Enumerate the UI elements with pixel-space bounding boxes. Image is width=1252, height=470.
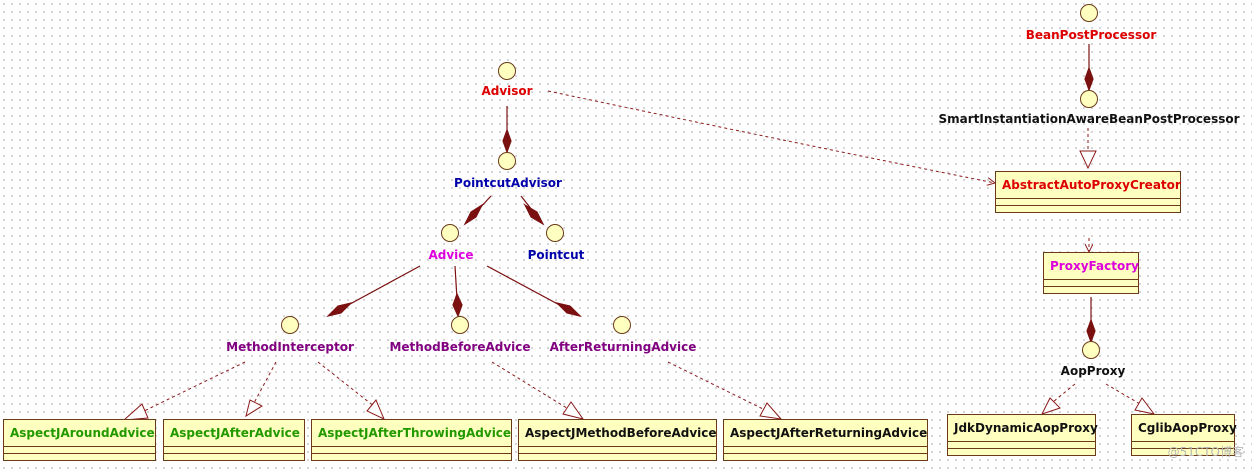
- link-mi-around: [139, 361, 246, 414]
- hollow-triangle: [1134, 397, 1156, 415]
- composition-diamond: [1086, 318, 1096, 344]
- methodinterceptor-lollipop: [281, 316, 299, 334]
- class-name: AspectJAfterThrowingAdvice: [312, 420, 511, 447]
- methodbeforeadvice-lollipop: [451, 316, 469, 334]
- class-name: AspectJAroundAdvice: [4, 420, 155, 447]
- dependency-links: [547, 90, 1089, 252]
- advisor-lollipop: [498, 62, 516, 80]
- smart-lollipop: [1080, 90, 1098, 108]
- hollow-triangle: [759, 402, 783, 420]
- link-advisor-abstractautoproxycreator: [547, 90, 995, 183]
- class-aspectjmethodbeforeadvice: AspectJMethodBeforeAdvice: [518, 419, 717, 461]
- class-aspectjafterreturningadvice: AspectJAfterReturningAdvice: [723, 419, 928, 461]
- composition-diamond: [555, 301, 582, 318]
- afterreturningadvice-lollipop: [613, 316, 631, 334]
- class-aspectjafteradvice: AspectJAfterAdvice: [163, 419, 305, 461]
- composition-diamond: [326, 301, 353, 318]
- hollow-triangle: [366, 399, 385, 421]
- link-aopproxy-jdk: [1052, 383, 1076, 403]
- link-mi-afterthrowing: [317, 361, 376, 408]
- hollow-triangle: [122, 403, 149, 421]
- composition-diamond: [463, 203, 484, 226]
- interface-afterreturningadvice: AfterReturningAdvice: [549, 340, 697, 354]
- class-name: CglibAopProxy: [1132, 415, 1237, 442]
- class-cglibaopproxy: CglibAopProxy: [1131, 414, 1237, 456]
- class-jdkdynamicaopproxy: JdkDynamicAopProxy: [947, 414, 1098, 456]
- watermark-text: @51CTO博客: [1167, 445, 1244, 459]
- interface-pointcutadvisor: PointcutAdvisor: [454, 176, 562, 190]
- class-name: AbstractAutoProxyCreator: [996, 172, 1181, 199]
- hollow-triangle: [1041, 397, 1061, 415]
- class-aspectjaroundadvice: AspectJAroundAdvice: [3, 419, 156, 461]
- beanpostprocessor-lollipop: [1080, 4, 1098, 22]
- interface-methodinterceptor: MethodInterceptor: [226, 340, 354, 354]
- class-name: AspectJAfterReturningAdvice: [724, 420, 927, 447]
- realization-links: [139, 128, 1141, 414]
- link-aopproxy-cglib: [1105, 383, 1141, 405]
- interface-methodbeforeadvice: MethodBeforeAdvice: [389, 340, 531, 354]
- link-mba-aspectjmethodbefore: [491, 361, 571, 411]
- composition-diamond: [523, 203, 545, 226]
- class-proxyfactory: ProxyFactory: [1043, 252, 1139, 294]
- interface-aopproxy: AopProxy: [1060, 364, 1126, 378]
- interface-advice: Advice: [428, 248, 474, 262]
- hollow-triangle: [245, 399, 264, 418]
- composition-diamond: [452, 292, 463, 318]
- composition-links: [326, 44, 1096, 344]
- interface-advisor: Advisor: [481, 84, 533, 98]
- class-name: AspectJMethodBeforeAdvice: [519, 420, 717, 447]
- composition-diamond: [502, 128, 512, 154]
- hollow-triangle: [1079, 150, 1097, 170]
- interface-beanpostprocessor: BeanPostProcessor: [1025, 28, 1157, 42]
- aopproxy-lollipop: [1082, 341, 1100, 359]
- interface-smartinstantiationawarebeanpostprocessor: SmartInstantiationAwareBeanPostProcessor: [938, 112, 1240, 126]
- class-name: AspectJAfterAdvice: [164, 420, 304, 447]
- class-aspectjafterthrowingadvice: AspectJAfterThrowingAdvice: [311, 419, 512, 461]
- hollow-triangle: [562, 401, 585, 420]
- pointcutadvisor-lollipop: [498, 152, 516, 170]
- class-abstractautoproxycreator: AbstractAutoProxyCreator: [995, 171, 1181, 213]
- pointcut-lollipop: [546, 224, 564, 242]
- class-name: JdkDynamicAopProxy: [948, 415, 1098, 442]
- link-mi-after: [253, 361, 277, 404]
- interface-lollipops: [281, 4, 1100, 359]
- interface-pointcut: Pointcut: [527, 248, 585, 262]
- class-name: ProxyFactory: [1044, 253, 1139, 280]
- link-ara-aspectjafterreturning: [667, 361, 766, 411]
- composition-diamond: [1084, 66, 1094, 92]
- advice-lollipop: [441, 224, 459, 242]
